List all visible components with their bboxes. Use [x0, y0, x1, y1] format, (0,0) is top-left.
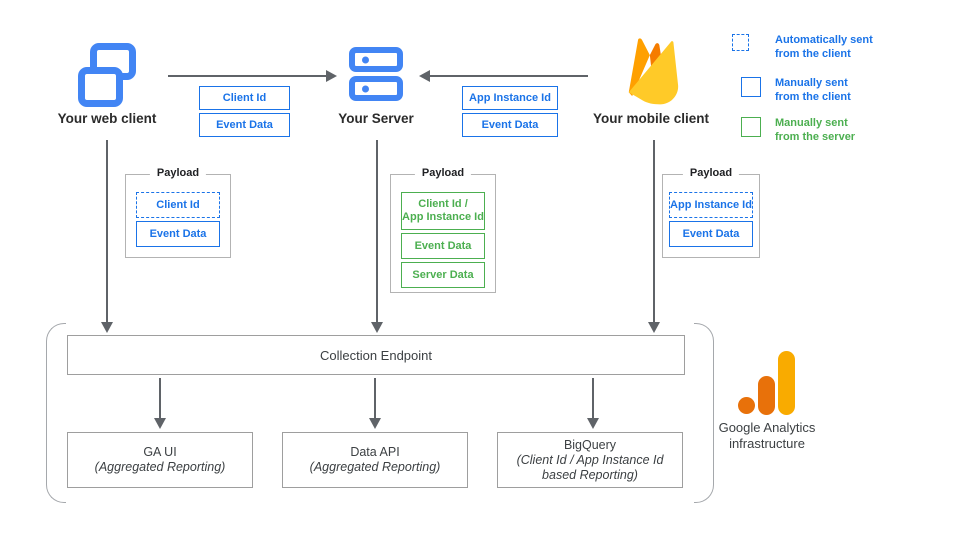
arrow-label-event-data: Event Data: [462, 113, 558, 137]
payload-item-app-instance-id: App Instance Id: [669, 192, 753, 218]
payload-item-client-or-app-id: Client Id / App Instance Id: [401, 192, 485, 230]
firebase-icon: [622, 36, 680, 107]
ga-logo-dot: [738, 397, 755, 414]
payload-item-label: Event Data: [414, 239, 472, 252]
arrow-mobile-to-endpoint: [653, 140, 655, 324]
ga-infrastructure-caption: Google Analytics infrastructure: [682, 420, 852, 452]
solid-green-swatch-icon: [741, 117, 761, 137]
collection-endpoint-label: Collection Endpoint: [319, 347, 433, 363]
arrow-mobile-to-server: [430, 75, 588, 77]
bracket-left: [46, 323, 66, 503]
output-subtitle: (Client Id / App Instance Id based Repor…: [516, 452, 664, 482]
arrow-endpoint-to-dataapi: [374, 378, 376, 420]
arrow-label-app-instance-id: App Instance Id: [462, 86, 558, 110]
mobile-client-label: Your mobile client: [592, 111, 709, 126]
payload-item-event-data: Event Data: [401, 233, 485, 259]
output-subtitle: (Aggregated Reporting): [94, 460, 226, 474]
arrow-endpoint-to-gaui: [159, 378, 161, 420]
server-led-icon: [362, 56, 369, 63]
output-title: Data API: [350, 445, 400, 459]
output-subtitle: (Aggregated Reporting): [309, 460, 441, 474]
output-title: BigQuery: [563, 437, 617, 452]
bracket-right: [694, 323, 714, 503]
legend-line: Manually sent: [775, 117, 848, 129]
payload-item-label: App Instance Id: [402, 211, 484, 223]
collection-endpoint-box: Collection Endpoint: [67, 335, 685, 375]
legend-item-auto-client: Automatically sent from the client: [732, 33, 922, 67]
output-box-ga-ui: GA UI (Aggregated Reporting): [67, 432, 253, 488]
payload-title: Payload: [682, 167, 740, 179]
web-client-label: Your web client: [57, 111, 157, 126]
payload-item-event-data: Event Data: [136, 221, 220, 247]
arrow-endpoint-to-dataapi-head: [369, 418, 381, 429]
arrow-server-to-endpoint-head: [371, 322, 383, 333]
legend-item-manual-server: Manually sent from the server: [732, 116, 922, 150]
payload-item-event-data: Event Data: [669, 221, 753, 247]
web-client-icon: [78, 35, 140, 107]
browser-window-front: [78, 67, 123, 107]
arrow-label-client-id: Client Id: [199, 86, 290, 110]
arrow-label-text: Event Data: [216, 118, 273, 131]
arrow-server-to-endpoint: [376, 140, 378, 324]
dashed-blue-swatch-icon: [732, 34, 749, 51]
arrow-endpoint-to-bigquery-head: [587, 418, 599, 429]
arrow-label-text: App Instance Id: [469, 91, 551, 104]
payload-item-label: Client Id: [156, 198, 200, 211]
legend-line: from the client: [775, 91, 851, 103]
legend-line: from the client: [775, 48, 851, 60]
payload-title: Payload: [414, 167, 472, 179]
arrow-web-to-server-head: [326, 70, 337, 82]
legend-label: Manually sent from the server: [775, 116, 855, 144]
solid-blue-swatch-icon: [741, 77, 761, 97]
arrow-web-to-endpoint: [106, 140, 108, 324]
arrow-label-text: Client Id: [222, 91, 267, 104]
legend-label: Manually sent from the client: [775, 76, 851, 104]
arrow-endpoint-to-gaui-head: [154, 418, 166, 429]
payload-server: Payload Client Id / App Instance Id Even…: [390, 167, 496, 293]
server-led-icon: [362, 85, 369, 92]
legend-line: from the server: [775, 131, 856, 143]
payload-item-label: Event Data: [149, 227, 207, 240]
caption-line: infrastructure: [729, 436, 805, 451]
legend-label: Automatically sent from the client: [775, 33, 873, 61]
legend-item-manual-client: Manually sent from the client: [732, 76, 922, 110]
output-title: GA UI: [143, 445, 177, 459]
payload-item-label: Server Data: [412, 268, 474, 281]
payload-item-label: App Instance Id: [670, 198, 752, 211]
server-label: Your Server: [338, 111, 414, 126]
google-analytics-logo-icon: [735, 350, 797, 416]
legend-line: Automatically sent: [775, 34, 873, 46]
payload-item-label: Event Data: [682, 227, 740, 240]
payload-item-label: Client Id /: [418, 198, 468, 210]
payload-title: Payload: [149, 167, 207, 179]
arrow-endpoint-to-bigquery: [592, 378, 594, 420]
legend-line: Manually sent: [775, 77, 848, 89]
ga-logo-tall-bar: [778, 351, 795, 415]
arrow-mobile-to-server-head: [419, 70, 430, 82]
arrow-mobile-to-endpoint-head: [648, 322, 660, 333]
server-rack-bottom: [349, 76, 403, 101]
payload-web: Payload Client Id Event Data: [125, 167, 231, 258]
arrow-web-to-endpoint-head: [101, 322, 113, 333]
payload-item-client-id: Client Id: [136, 192, 220, 218]
output-box-bigquery: BigQuery (Client Id / App Instance Id ba…: [497, 432, 683, 488]
ga-logo-mid-bar: [758, 376, 775, 415]
arrow-label-event-data: Event Data: [199, 113, 290, 137]
payload-item-server-data: Server Data: [401, 262, 485, 288]
arrow-web-to-server: [168, 75, 326, 77]
payload-mobile: Payload App Instance Id Event Data: [662, 167, 760, 258]
server-rack-top: [349, 47, 403, 72]
caption-line: Google Analytics: [718, 420, 816, 435]
server-icon: [349, 47, 403, 101]
output-box-data-api: Data API (Aggregated Reporting): [282, 432, 468, 488]
arrow-label-text: Event Data: [481, 118, 539, 131]
